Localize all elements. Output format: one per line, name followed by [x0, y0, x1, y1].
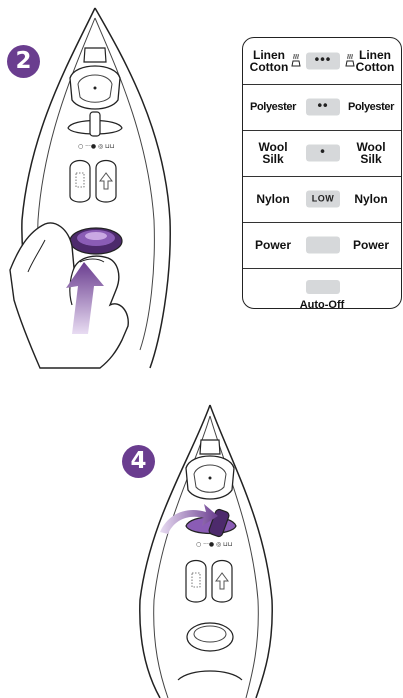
step-badge-2: 2: [7, 45, 40, 78]
setting-label-right: Polyester: [343, 101, 399, 113]
svg-text:○ ···● ◎ ⊔⊔: ○ ···● ◎ ⊔⊔: [196, 541, 233, 548]
steam-icon: [290, 54, 302, 68]
spray-button-left: [70, 161, 90, 203]
setting-button-high[interactable]: •••: [306, 53, 340, 70]
setting-label-right: Nylon: [343, 193, 399, 205]
setting-button-low[interactable]: •: [306, 145, 340, 162]
setting-label-left: Polyester: [245, 101, 301, 113]
setting-label-right: Wool Silk: [343, 141, 399, 165]
setting-label-left: Nylon: [245, 193, 301, 205]
temperature-control-panel: Linen Cotton ••• Linen Cotton Polyester …: [242, 37, 402, 309]
power-button[interactable]: [306, 237, 340, 254]
setting-label-right: Power: [343, 239, 399, 251]
auto-off-label: Auto-Off: [243, 299, 401, 311]
auto-off-indicator: [306, 280, 340, 294]
panel-row-linen-cotton: Linen Cotton ••• Linen Cotton: [243, 38, 401, 85]
iron-illustration-bottom: ○ ···● ◎ ⊔⊔: [0, 380, 403, 698]
setting-label-left: Wool Silk: [245, 141, 301, 165]
panel-row-nylon: Nylon LOW Nylon: [243, 176, 401, 223]
panel-row-wool-silk: Wool Silk • Wool Silk: [243, 130, 401, 177]
setting-button-medium[interactable]: ••: [306, 99, 340, 116]
panel-row-auto-off: Auto-Off: [243, 268, 401, 310]
setting-label-left: Linen Cotton: [241, 49, 297, 73]
setting-button-lowest[interactable]: LOW: [306, 191, 340, 208]
setting-label-right: Linen Cotton: [347, 49, 403, 73]
svg-text:○ ···● ◎ ⊔⊔: ○ ···● ◎ ⊔⊔: [78, 143, 115, 150]
step-badge-4: 4: [122, 445, 155, 478]
panel-row-polyester: Polyester •• Polyester: [243, 84, 401, 131]
setting-label-left: Power: [245, 239, 301, 251]
panel-row-power: Power Power: [243, 222, 401, 269]
spray-button-right: [96, 161, 116, 203]
